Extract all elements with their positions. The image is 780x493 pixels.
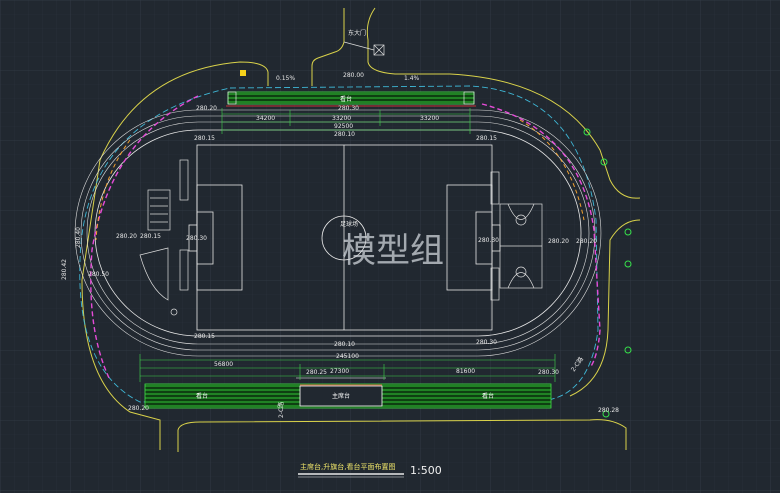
- elev-south-stand: 280.25: [306, 369, 327, 376]
- elev-track-se: 280.30: [476, 339, 497, 346]
- podium-label: 主席台: [332, 392, 350, 400]
- north-dimension-lines: [221, 108, 471, 134]
- gate-symbol: [343, 41, 385, 56]
- dim-south-total: 245100: [336, 353, 359, 360]
- elev-east-goal: 280.30: [478, 237, 499, 244]
- elev-far-west-1: 280.40: [75, 227, 82, 248]
- north-stand-label: 看台: [340, 95, 352, 103]
- elev-far-west-3: 280.50: [88, 271, 109, 278]
- elev-sw-corner: 280.20: [128, 405, 149, 412]
- south-stand-right-label: 看台: [482, 392, 494, 400]
- dim-south-3: 81600: [456, 368, 475, 375]
- elev-north-stand-left: 280.20: [196, 105, 217, 112]
- elev-west-inner: 280.15: [140, 233, 161, 240]
- dim-north-3: 33200: [420, 115, 439, 122]
- elev-east-track: 280.20: [548, 238, 569, 245]
- elev-north-stand-center: 280.30: [338, 105, 359, 112]
- road-bottom-label: 2-C路: [277, 402, 285, 418]
- running-track-lanes: [74, 109, 602, 357]
- title-block: 主席台,升旗台,看台平面布置图 1:500: [298, 462, 442, 478]
- outer-road-lines: [81, 7, 641, 452]
- south-dimension-lines: [139, 354, 556, 382]
- field-center-label: 足球场: [340, 220, 358, 228]
- elev-far-west-2: 280.42: [61, 259, 68, 280]
- dim-south-1: 56800: [214, 361, 233, 368]
- track-outer-boundary: [79, 85, 599, 403]
- slope-top-right: 1.4%: [404, 75, 420, 82]
- football-field: [188, 144, 501, 331]
- orange-boundary: [95, 119, 585, 241]
- watermark-text: 模型组: [342, 231, 444, 271]
- drawing-title: 主席台,升旗台,看台平面布置图: [300, 462, 395, 471]
- elev-track-sw: 280.15: [194, 333, 215, 340]
- west-field-equipment: [139, 159, 189, 316]
- elev-west-goal: 280.30: [186, 235, 207, 242]
- elev-track-n-center: 280.10: [334, 131, 355, 138]
- dim-north-1: 34200: [256, 115, 275, 122]
- elev-east-outer: 280.20: [576, 238, 597, 245]
- east-courts: [490, 171, 543, 301]
- dim-north-2: 33200: [332, 115, 351, 122]
- elev-se-corner: 280.28: [598, 407, 619, 414]
- elev-west-track: 280.20: [116, 233, 137, 240]
- tree-symbols: [583, 128, 632, 418]
- south-stand: [144, 377, 552, 409]
- gate-label: 东大门: [348, 29, 366, 37]
- dim-south-2: 27300: [330, 368, 349, 375]
- elev-track-s-center: 280.10: [334, 341, 355, 348]
- elev-track-nw: 280.15: [194, 135, 215, 142]
- south-stand-left-label: 看台: [196, 392, 208, 400]
- slope-top-left: 0.15%: [276, 75, 295, 82]
- drawing-scale: 1:500: [410, 464, 442, 477]
- north-stand: [226, 70, 476, 107]
- elev-track-ne: 280.15: [476, 135, 497, 142]
- elev-top-entry: 280.00: [343, 72, 364, 79]
- dim-north-total: 92500: [334, 123, 353, 130]
- property-boundary: [90, 95, 601, 381]
- elev-south-se: 280.30: [538, 369, 559, 376]
